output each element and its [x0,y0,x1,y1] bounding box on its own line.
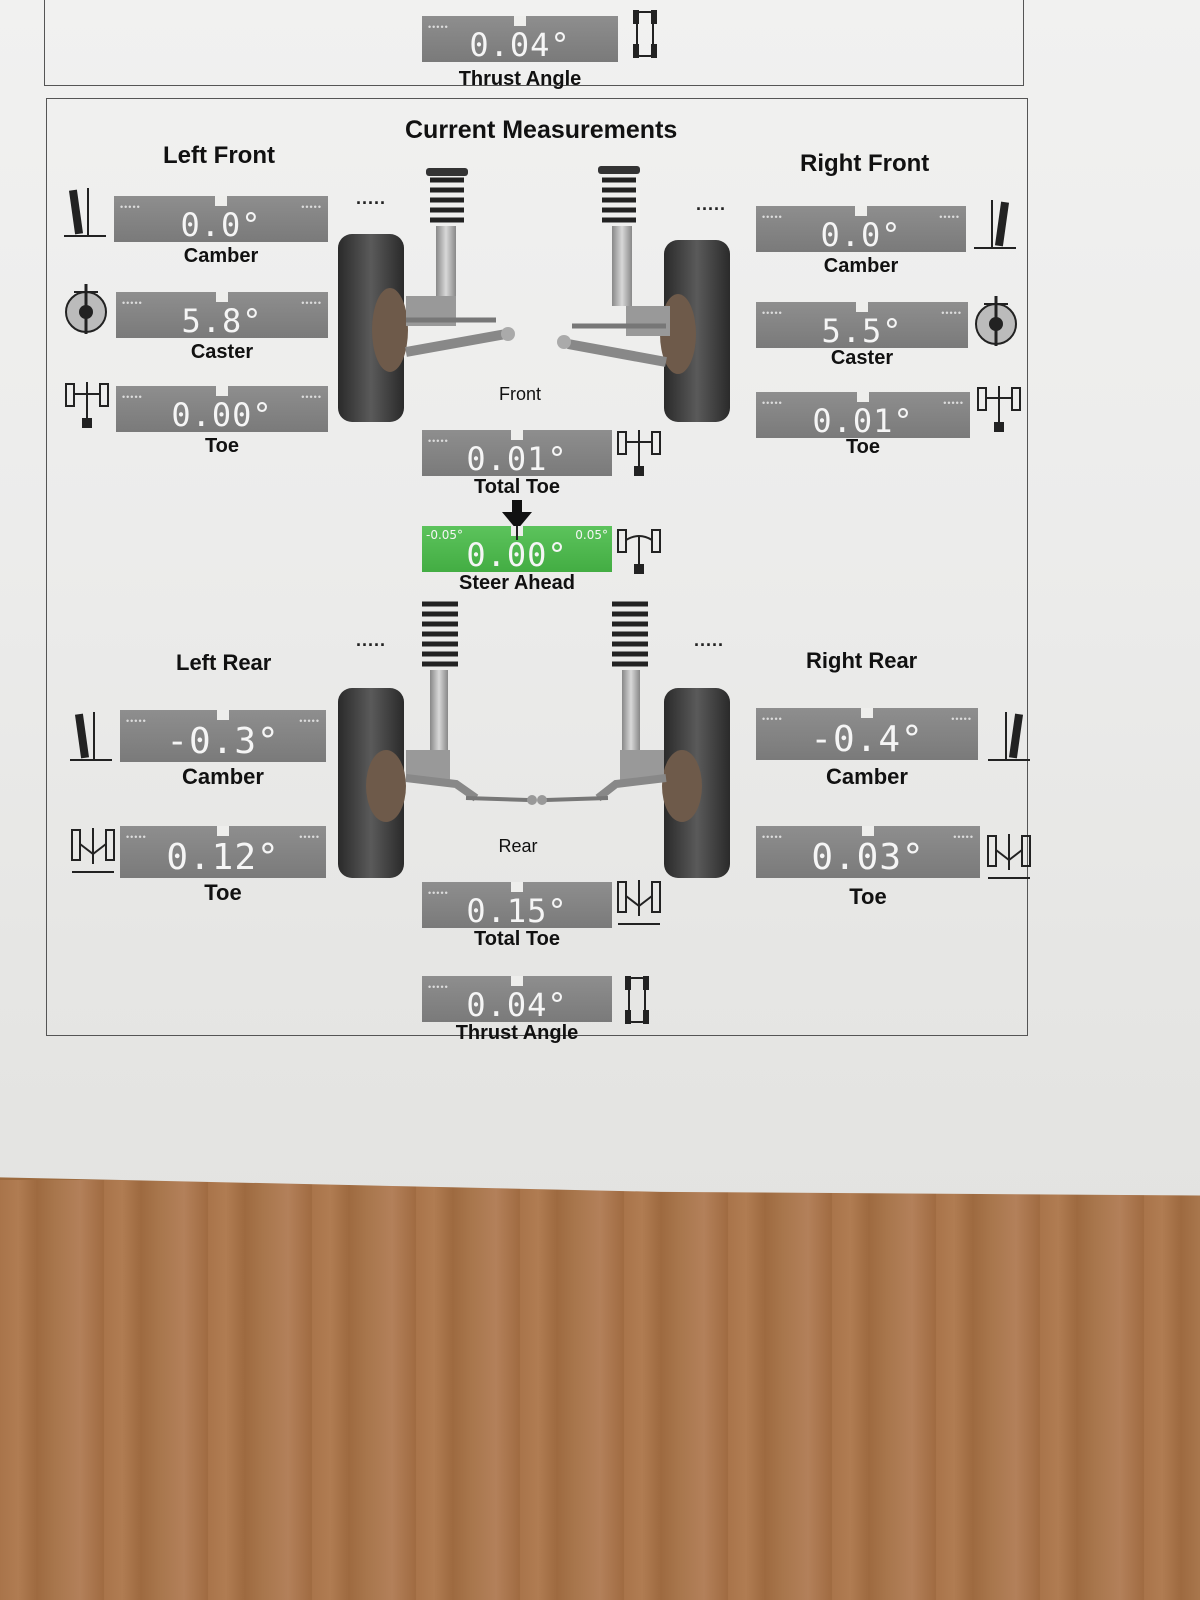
camber-icon [64,188,106,237]
rf-toe-gauge: •••••••••• 0.01° [756,392,970,438]
lr-toe-gauge: •••••••••• 0.12° [120,826,326,878]
rf-caster-label: Caster [830,347,894,369]
header-thrust-value: 0.04° [469,26,571,64]
steer-min-value: -0.05° [426,528,464,542]
thrust-angle-gauge: ••••• 0.04° [422,976,612,1022]
lr-separator: ..... [356,630,387,650]
current-measurements-box [46,98,1028,1036]
front-total-toe-value: 0.01° [466,440,568,478]
lr-camber-label: Camber [182,764,264,789]
lr-toe-label: Toe [204,880,242,905]
camber-icon [974,200,1016,249]
previous-section-box [44,0,1024,86]
rf-camber-label: Camber [823,255,899,277]
front-axle-label: Front [498,384,541,404]
steer-ahead-label: Steer Ahead [459,572,575,594]
lf-toe-value: 0.00° [171,396,273,434]
wooden-table [0,1180,1200,1600]
thrust-angle-label: Thrust Angle [455,1022,579,1044]
total-toe-icon [617,430,661,476]
rf-separator: ..... [696,194,727,214]
rr-camber-value: -0.4° [810,719,924,760]
lf-caster-value: 5.8° [181,302,263,340]
rr-separator: ..... [694,630,725,650]
lr-camber-gauge: •••••••••• -0.3° [120,710,326,762]
front-total-toe-label: Total Toe [474,476,560,498]
lf-toe-label: Toe [204,435,240,457]
rf-camber-value: 0.0° [820,216,902,254]
caster-icon [65,284,107,334]
lr-camber-value: -0.3° [166,721,280,762]
left-rear-heading: Left Rear [176,650,272,675]
thrust-angle-icon [633,10,657,58]
thrust-angle-value: 0.04° [466,986,568,1024]
left-front-heading: Left Front [163,142,275,169]
rear-total-toe-label: Total Toe [474,928,560,950]
right-rear-heading: Right Rear [806,648,918,673]
camber-icon [988,712,1030,761]
toe-icon [65,382,109,428]
toe-icon [977,386,1021,432]
rf-caster-gauge: •••••••••• 5.5° [756,302,968,348]
total-toe-icon [617,880,661,925]
rf-caster-value: 5.5° [821,312,903,350]
lf-caster-label: Caster [190,341,254,363]
thrust-angle-icon [625,976,649,1024]
header-thrust-gauge: ••••• 0.04° [422,16,618,62]
lf-camber-gauge: •••••••••• 0.0° [114,196,328,242]
rr-toe-label: Toe [849,884,887,909]
lf-separator: ..... [356,188,387,208]
down-arrow-icon [502,500,532,530]
rr-camber-label: Camber [826,764,908,789]
header-thrust-label: Thrust Angle [458,68,582,90]
steer-ahead-value: 0.00° [466,536,568,574]
toe-icon [71,828,115,873]
rr-toe-value: 0.03° [811,837,925,878]
steer-ahead-icon [617,529,661,574]
lf-caster-gauge: •••••••••• 5.8° [116,292,328,338]
rear-total-toe-value: 0.15° [466,892,568,930]
lr-toe-value: 0.12° [166,837,280,878]
lf-camber-value: 0.0° [180,206,262,244]
camber-icon [70,712,112,761]
lf-camber-label: Camber [183,245,259,267]
alignment-printout: ••••• 0.04° Thrust Angle Current Measure… [0,0,1200,1196]
right-front-heading: Right Front [800,150,930,177]
front-suspension-illustration [338,166,730,422]
rf-toe-label: Toe [845,436,881,458]
rear-total-toe-gauge: ••••• 0.15° [422,882,612,928]
caster-icon [975,296,1017,346]
rr-camber-gauge: •••••••••• -0.4° [756,708,978,760]
rear-axle-label: Rear [498,836,538,856]
page-title: Current Measurements [405,116,678,144]
front-total-toe-gauge: ••••• 0.01° [422,430,612,476]
rr-toe-gauge: •••••••••• 0.03° [756,826,980,878]
steer-ahead-gauge: -0.05° 0.05° 0.00° [422,526,612,572]
lf-toe-gauge: •••••••••• 0.00° [116,386,328,432]
toe-icon [987,834,1031,879]
rear-suspension-illustration [338,601,730,878]
rf-camber-gauge: •••••••••• 0.0° [756,206,966,252]
rf-toe-value: 0.01° [812,402,914,440]
steer-max-value: 0.05° [575,528,608,542]
